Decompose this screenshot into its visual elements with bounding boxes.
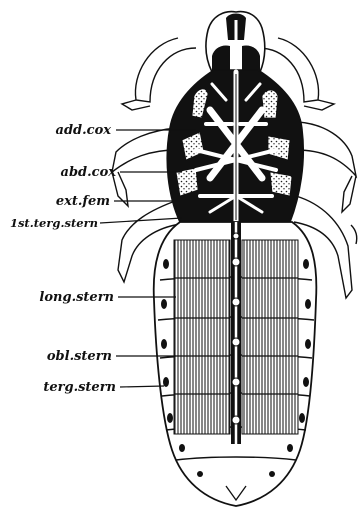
right-middle-tarsus [342,176,356,212]
nerve-cord [231,222,241,444]
label-add-cox: add.cox [56,123,112,138]
right-hind-claw [351,225,357,244]
label-long-stern: long.stern [39,290,114,305]
label-abd-cox: abd.cox [61,165,117,180]
label-first-terg-stern: 1st.terg.stern [10,216,98,230]
label-ext-fem: ext.fem [56,194,110,209]
label-terg-stern: terg.stern [43,380,116,395]
abdomen [154,222,317,506]
thorax [167,70,303,222]
head [206,12,265,72]
label-obl-stern: obl.stern [47,349,112,364]
right-middle-leg [296,122,356,176]
